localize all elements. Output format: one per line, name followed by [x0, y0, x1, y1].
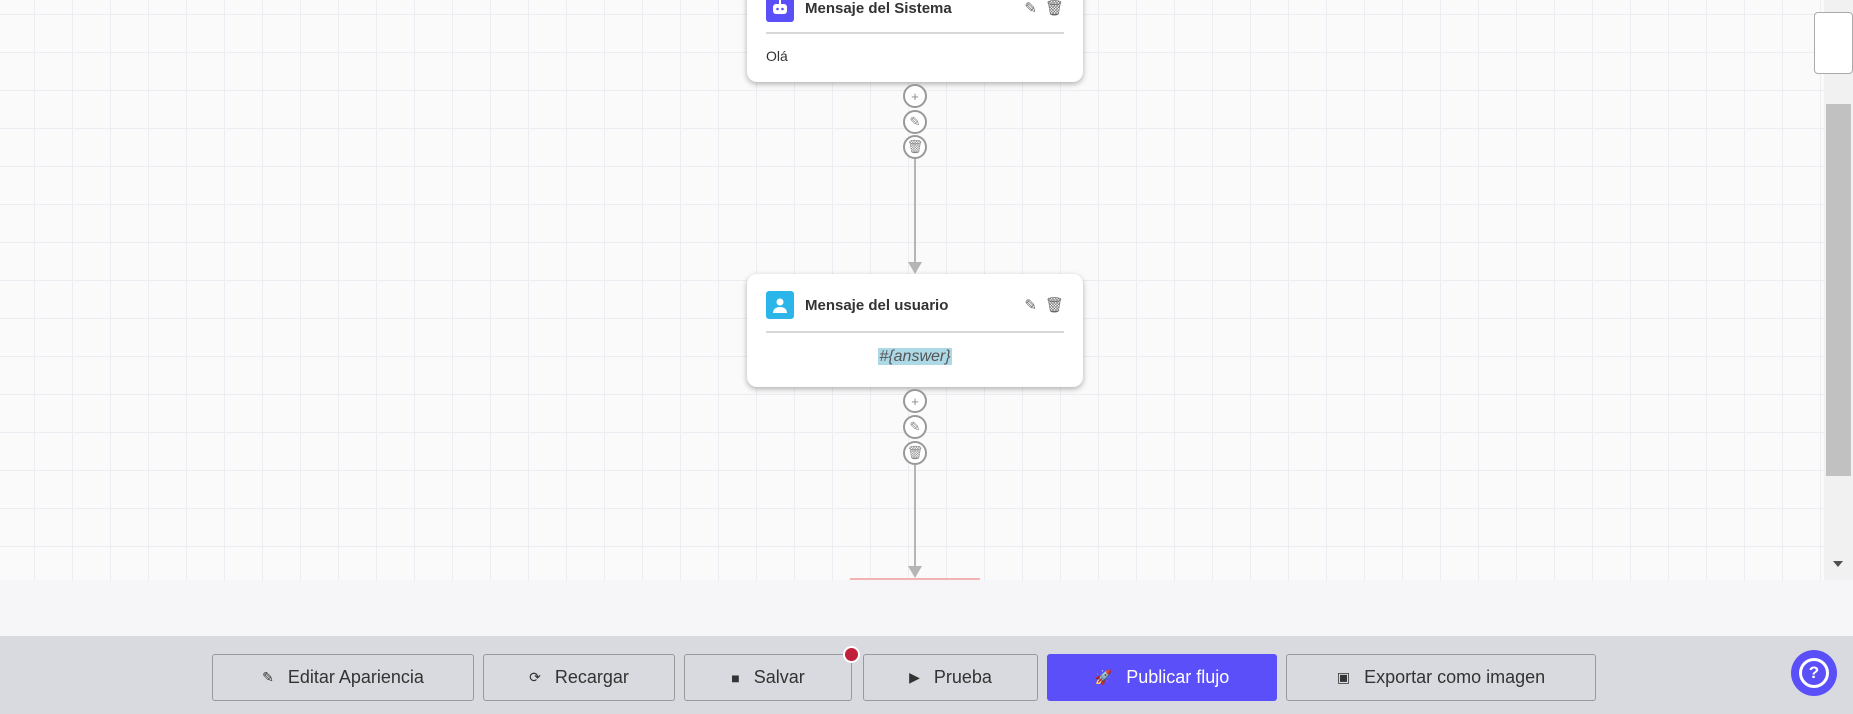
button-label: Editar Apariencia: [287, 667, 424, 687]
divider: [766, 331, 1064, 333]
play-icon: ▶: [909, 669, 920, 685]
node-content: Olá: [766, 48, 788, 64]
add-node-icon[interactable]: +: [903, 84, 927, 108]
button-label: Exportar como imagen: [1364, 667, 1546, 687]
export-image-button[interactable]: ▣ Exportar como imagen: [1286, 654, 1596, 701]
node-title: Mensaje del usuario: [805, 296, 949, 314]
button-label: Salvar: [753, 667, 805, 687]
minimap-panel[interactable]: [1814, 12, 1853, 74]
node-system-message[interactable]: Mensaje del Sistema ✎ 🗑 Olá: [747, 0, 1083, 82]
button-label: Prueba: [933, 667, 992, 687]
node-user-message[interactable]: Mensaje del usuario ✎ 🗑 #{answer}: [747, 274, 1083, 387]
save-button[interactable]: ■ Salvar: [684, 654, 852, 701]
button-label: Publicar flujo: [1126, 667, 1230, 687]
delete-connection-icon[interactable]: 🗑: [903, 135, 927, 159]
divider: [766, 32, 1064, 34]
button-label: Recargar: [554, 667, 629, 687]
connector-line: [914, 159, 916, 263]
help-button[interactable]: ?: [1791, 650, 1837, 696]
node-title: Mensaje del Sistema: [805, 0, 952, 17]
edit-connection-icon[interactable]: ✎: [903, 110, 927, 134]
connector-arrow: [908, 262, 922, 274]
image-icon: ▣: [1336, 669, 1351, 685]
flow-canvas[interactable]: Mensaje del Sistema ✎ 🗑 Olá + ✎ 🗑 Mensaj…: [0, 0, 1824, 580]
unsaved-changes-dot: [843, 646, 860, 663]
pencil-icon[interactable]: ✎: [1024, 0, 1037, 17]
reload-button[interactable]: ⟳ Recargar: [483, 654, 675, 701]
delete-connection-icon[interactable]: 🗑: [903, 441, 927, 465]
publish-flow-button[interactable]: 🚀 Publicar flujo: [1047, 654, 1277, 701]
user-icon: [766, 291, 794, 319]
connector-arrow: [908, 566, 922, 578]
test-button[interactable]: ▶ Prueba: [863, 654, 1038, 701]
scrollbar-thumb[interactable]: [1826, 104, 1851, 476]
next-node-edge: [850, 578, 980, 580]
add-node-icon[interactable]: +: [903, 389, 927, 413]
edit-connection-icon[interactable]: ✎: [903, 415, 927, 439]
edit-icon: ✎: [262, 669, 274, 685]
trash-icon[interactable]: 🗑: [1044, 0, 1064, 17]
refresh-icon: ⟳: [529, 669, 541, 685]
node-content: #{answer}: [878, 348, 952, 365]
scroll-down-icon[interactable]: [1833, 561, 1843, 567]
rocket-icon: 🚀: [1094, 669, 1113, 685]
trash-icon[interactable]: 🗑: [1044, 297, 1064, 314]
pencil-icon[interactable]: ✎: [1024, 297, 1037, 314]
floppy-icon: ■: [731, 669, 740, 686]
connector-line: [914, 465, 916, 569]
robot-icon: [766, 0, 794, 22]
question-icon: ?: [1799, 658, 1829, 688]
edit-appearance-button[interactable]: ✎ Editar Apariencia: [212, 654, 474, 701]
